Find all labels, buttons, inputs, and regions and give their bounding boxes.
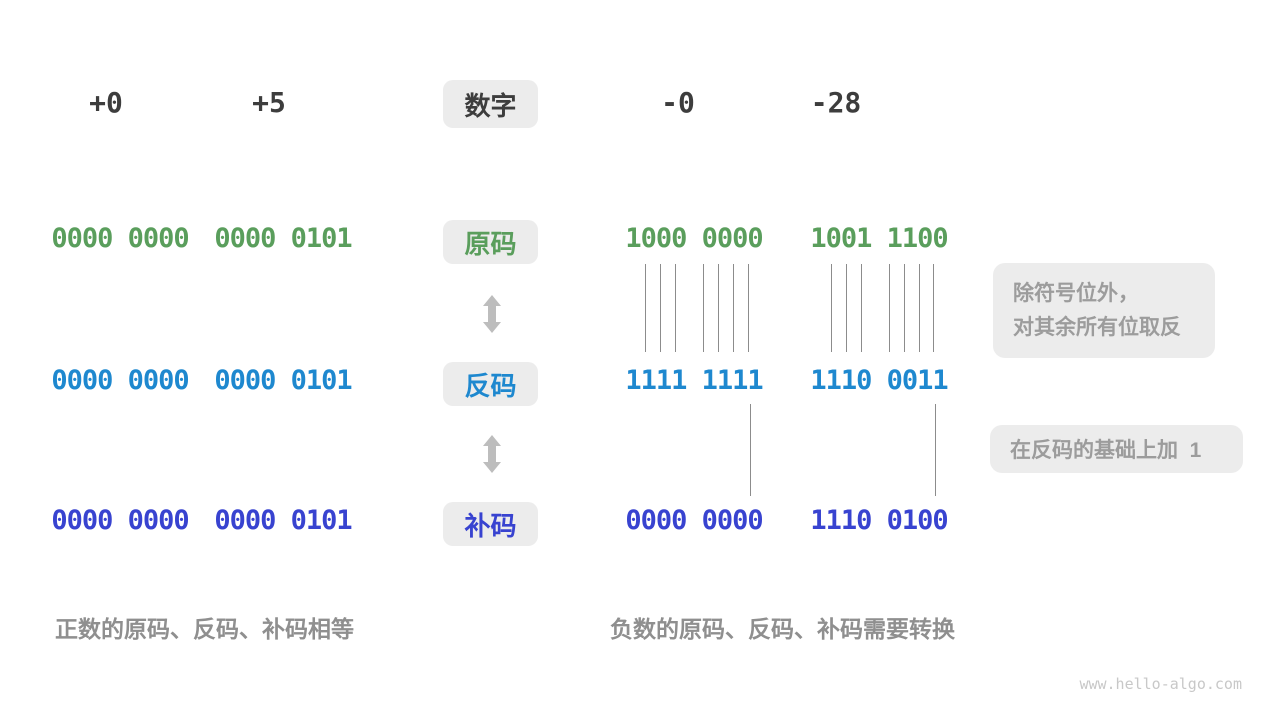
bit-connector-line (831, 264, 832, 352)
twos-complement-minus-28: 1110 0100 (810, 505, 948, 536)
header-plus-zero: +0 (89, 86, 123, 119)
bit-connector-line (904, 264, 905, 352)
add-one-note: 在反码的基础上加 1 (990, 425, 1243, 473)
ones-complement-minus-zero: 1111 1111 (625, 365, 763, 396)
twos-complement-minus-zero: 0000 0000 (625, 505, 763, 536)
sign-magnitude-tag: 原码 (443, 220, 538, 264)
bit-connector-line (846, 264, 847, 352)
bit-connector-line (718, 264, 719, 352)
add-one-note-text: 在反码的基础上加 1 (1010, 439, 1202, 462)
positive-numbers-caption: 正数的原码、反码、补码相等 (55, 616, 354, 642)
ones-complement-plus-zero: 0000 0000 (51, 365, 189, 396)
watermark-url: www.hello-algo.com (1079, 675, 1242, 693)
bit-connector-line (733, 264, 734, 352)
bit-connector-line (748, 264, 749, 352)
up-down-arrow-icon (483, 435, 501, 473)
bit-connector-line (660, 264, 661, 352)
sign-magnitude-minus-zero: 1000 0000 (625, 223, 763, 254)
bit-connector-line (750, 404, 751, 496)
twos-complement-plus-zero: 0000 0000 (51, 505, 189, 536)
numbers-tag: 数字 (443, 80, 538, 128)
invert-bits-note: 除符号位外， 对其余所有位取反 (993, 263, 1215, 358)
sign-magnitude-plus-zero: 0000 0000 (51, 223, 189, 254)
bit-connector-line (861, 264, 862, 352)
invert-bits-note-line1: 除符号位外， (1013, 282, 1139, 305)
ones-complement-tag: 反码 (443, 362, 538, 406)
bit-connector-line (935, 404, 936, 496)
sign-magnitude-plus-five: 0000 0101 (214, 223, 352, 254)
ones-complement-minus-28: 1110 0011 (810, 365, 948, 396)
bit-connector-line (933, 264, 934, 352)
negative-numbers-caption: 负数的原码、反码、补码需要转换 (610, 616, 955, 642)
bit-connector-line (889, 264, 890, 352)
twos-complement-plus-five: 0000 0101 (214, 505, 352, 536)
header-minus-28: -28 (810, 86, 862, 119)
header-minus-zero: -0 (661, 86, 695, 119)
up-down-arrow-icon (483, 295, 501, 333)
invert-bits-note-line2: 对其余所有位取反 (1013, 316, 1181, 339)
header-plus-five: +5 (252, 86, 286, 119)
bit-connector-line (703, 264, 704, 352)
bit-connector-line (919, 264, 920, 352)
sign-magnitude-minus-28: 1001 1100 (810, 223, 948, 254)
ones-complement-plus-five: 0000 0101 (214, 365, 352, 396)
twos-complement-tag: 补码 (443, 502, 538, 546)
bit-connector-line (675, 264, 676, 352)
bit-connector-line (645, 264, 646, 352)
